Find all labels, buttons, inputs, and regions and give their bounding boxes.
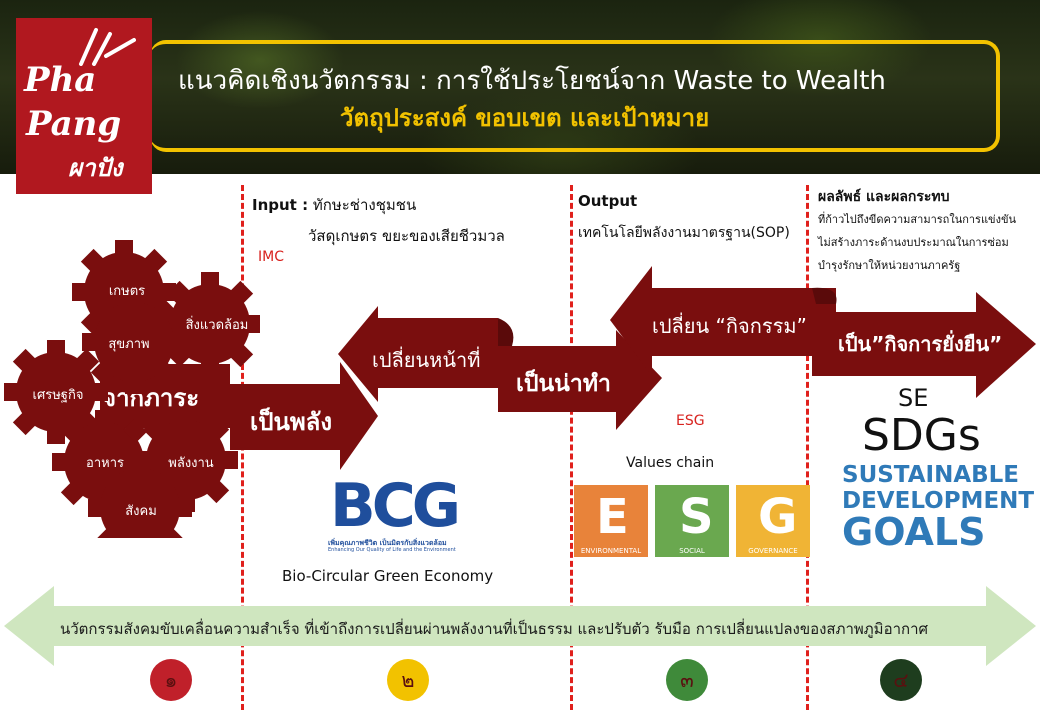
esg-tile-environmental: E ENVIRONMENTAL xyxy=(574,485,648,557)
sdg-logo-line-2: DEVELOPMENT xyxy=(842,488,1035,514)
burden-label: จากภาระ xyxy=(102,384,200,412)
phase-divider-3 xyxy=(806,185,809,710)
title-line-2: วัตถุประสงค์ ขอบเขต และเป้าหมาย xyxy=(340,104,710,132)
change-activity-arrow xyxy=(610,266,836,376)
banner-arrow xyxy=(4,586,1036,666)
step-2-badge: ๒ xyxy=(387,659,429,701)
se-label: SE xyxy=(898,384,929,412)
power-label: เป็นพลัง xyxy=(250,408,333,436)
esg-caption-environmental: ENVIRONMENTAL xyxy=(580,547,642,555)
sustainable-label: เป็น”กิจการยั่งยืน” xyxy=(838,332,1003,356)
imc-label: IMC xyxy=(258,249,284,265)
impact-line-1: ที่ก้าวไปถึงขีดความสามารถในการแข่งขัน xyxy=(818,213,1016,226)
gear-label-health: สุขภาพ xyxy=(108,337,150,352)
esg-letter-e: E xyxy=(596,489,629,545)
step-4-badge: ๔ xyxy=(880,659,922,701)
gear-label-agriculture: เกษตร xyxy=(108,284,146,299)
pha-pang-logo: Pha Pang ผาปัง xyxy=(16,18,152,194)
values-chain-label: Values chain xyxy=(626,455,715,471)
esg-tile-social: S SOCIAL xyxy=(655,485,729,557)
impact-line-2: ไม่สร้างภาระด้านงบประมาณในการซ่อม xyxy=(818,236,1009,249)
esg-caption-governance: GOVERNANCE xyxy=(748,547,798,555)
esg-label: ESG xyxy=(676,413,705,429)
bcg-tagline-en: Enhancing Our Quality of Life and the En… xyxy=(328,547,456,553)
impact-label: ผลลัพธ์ และผลกระทบ xyxy=(818,189,950,205)
sdgs-label: SDGs xyxy=(862,410,981,461)
step-3-badge: ๓ xyxy=(666,659,708,701)
change-activity-label: เปลี่ยน “กิจกรรม” xyxy=(652,314,807,338)
bcg-caption: Bio-Circular Green Economy xyxy=(282,567,494,585)
bcg-logo-text: BCG xyxy=(330,471,461,541)
output-label: Output xyxy=(578,192,638,210)
change-role-arrow xyxy=(338,306,498,402)
title-line-1: แนวคิดเชิงนวัตกรรม : การใช้ประโยชน์จาก W… xyxy=(178,66,886,96)
input-line-2: วัสดุเกษตร ขยะของเสียชีวมวล xyxy=(308,227,505,245)
sdg-logo-line-1: SUSTAINABLE xyxy=(842,462,1020,488)
change-role-label: เปลี่ยนหน้าที่ xyxy=(372,348,481,372)
input-label: Input : xyxy=(252,196,309,214)
esg-tile-governance: G GOVERNANCE xyxy=(736,485,810,557)
worth-doing-label: เป็นน่าทำ xyxy=(516,371,611,397)
gear-label-society: สังคม xyxy=(125,504,157,519)
gear-label-energy: พลังงาน xyxy=(168,456,214,471)
esg-caption-social: SOCIAL xyxy=(679,547,705,555)
power-arrow xyxy=(230,362,378,470)
banner-text: นวัตกรรมสังคมขับเคลื่อนความสำเร็จ ที่เข้… xyxy=(60,620,929,638)
scroll-curl-2 xyxy=(812,287,837,304)
scroll-curl-1 xyxy=(498,318,514,346)
input-block: Input : ทักษะช่างชุมชน xyxy=(252,193,416,217)
gear-label-food: อาหาร xyxy=(86,456,124,471)
logo-text-pang: Pang xyxy=(26,104,122,144)
bcg-logo: BCG เพิ่มคุณภาพชีวิต เป็นมิตรกับสิ่งแวดล… xyxy=(328,474,488,564)
esg-letter-s: S xyxy=(679,489,714,545)
esg-letter-g: G xyxy=(758,489,798,545)
header-background xyxy=(0,0,1040,174)
output-line-1: เทคโนโลยีพลังงานมาตรฐาน(SOP) xyxy=(578,225,790,241)
worth-doing-arrow xyxy=(498,330,662,430)
phase-divider-2 xyxy=(570,185,573,710)
leaf-icon xyxy=(79,28,136,66)
sdg-logo-line-3: GOALS xyxy=(842,510,986,554)
impact-line-3: บำรุงรักษาให้หน่วยงานภาครัฐ xyxy=(818,259,961,272)
step-1-badge: ๑ xyxy=(150,659,192,701)
gear-label-environment: สิ่งแวดล้อม xyxy=(185,318,249,333)
gear-label-economy: เศรษฐกิจ xyxy=(32,388,84,403)
logo-text-pha: Pha xyxy=(24,60,97,100)
sustainable-arrow xyxy=(812,292,1036,398)
logo-text-thai: ผาปัง xyxy=(68,153,123,182)
bcg-tagline-thai: เพิ่มคุณภาพชีวิต เป็นมิตรกับสิ่งแวดล้อม xyxy=(328,539,447,547)
title-frame xyxy=(150,40,1000,152)
input-line-1: ทักษะช่างชุมชน xyxy=(312,196,417,214)
